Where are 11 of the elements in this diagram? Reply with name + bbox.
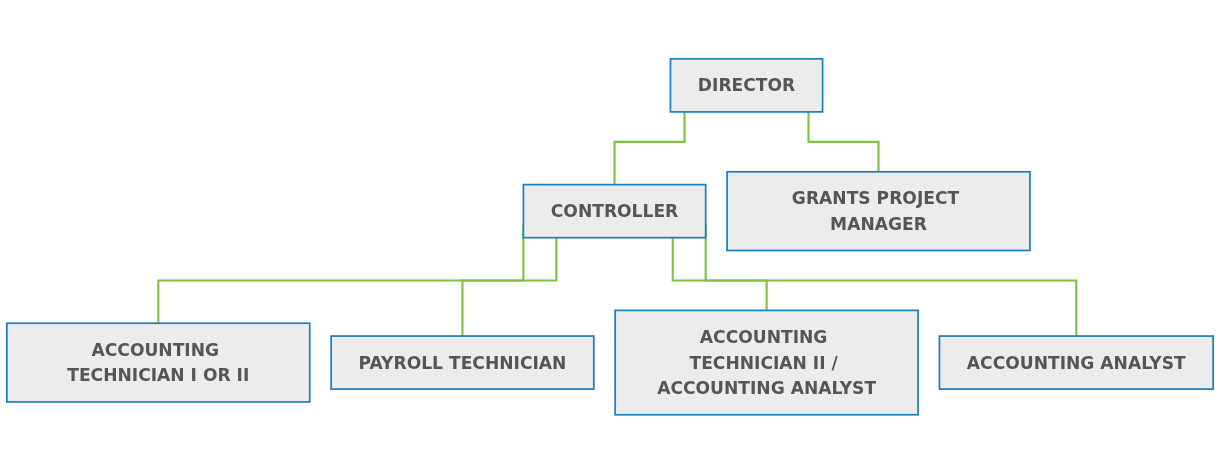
node-box: ACCOUNTING TECHNICIAN I OR II: [6, 322, 311, 403]
node-box: DIRECTOR: [669, 57, 824, 113]
connector: [671, 237, 768, 312]
node-box: PAYROLL TECHNICIAN: [330, 334, 595, 390]
connector: [807, 111, 880, 173]
connector: [613, 111, 686, 186]
connector: [461, 237, 558, 337]
node-box: GRANTS PROJECT MANAGER: [726, 170, 1031, 252]
node-box: ACCOUNTING ANALYST: [938, 334, 1214, 390]
node-box: CONTROLLER: [522, 183, 707, 239]
node-box: ACCOUNTING TECHNICIAN II / ACCOUNTING ANALYST: [614, 309, 919, 416]
